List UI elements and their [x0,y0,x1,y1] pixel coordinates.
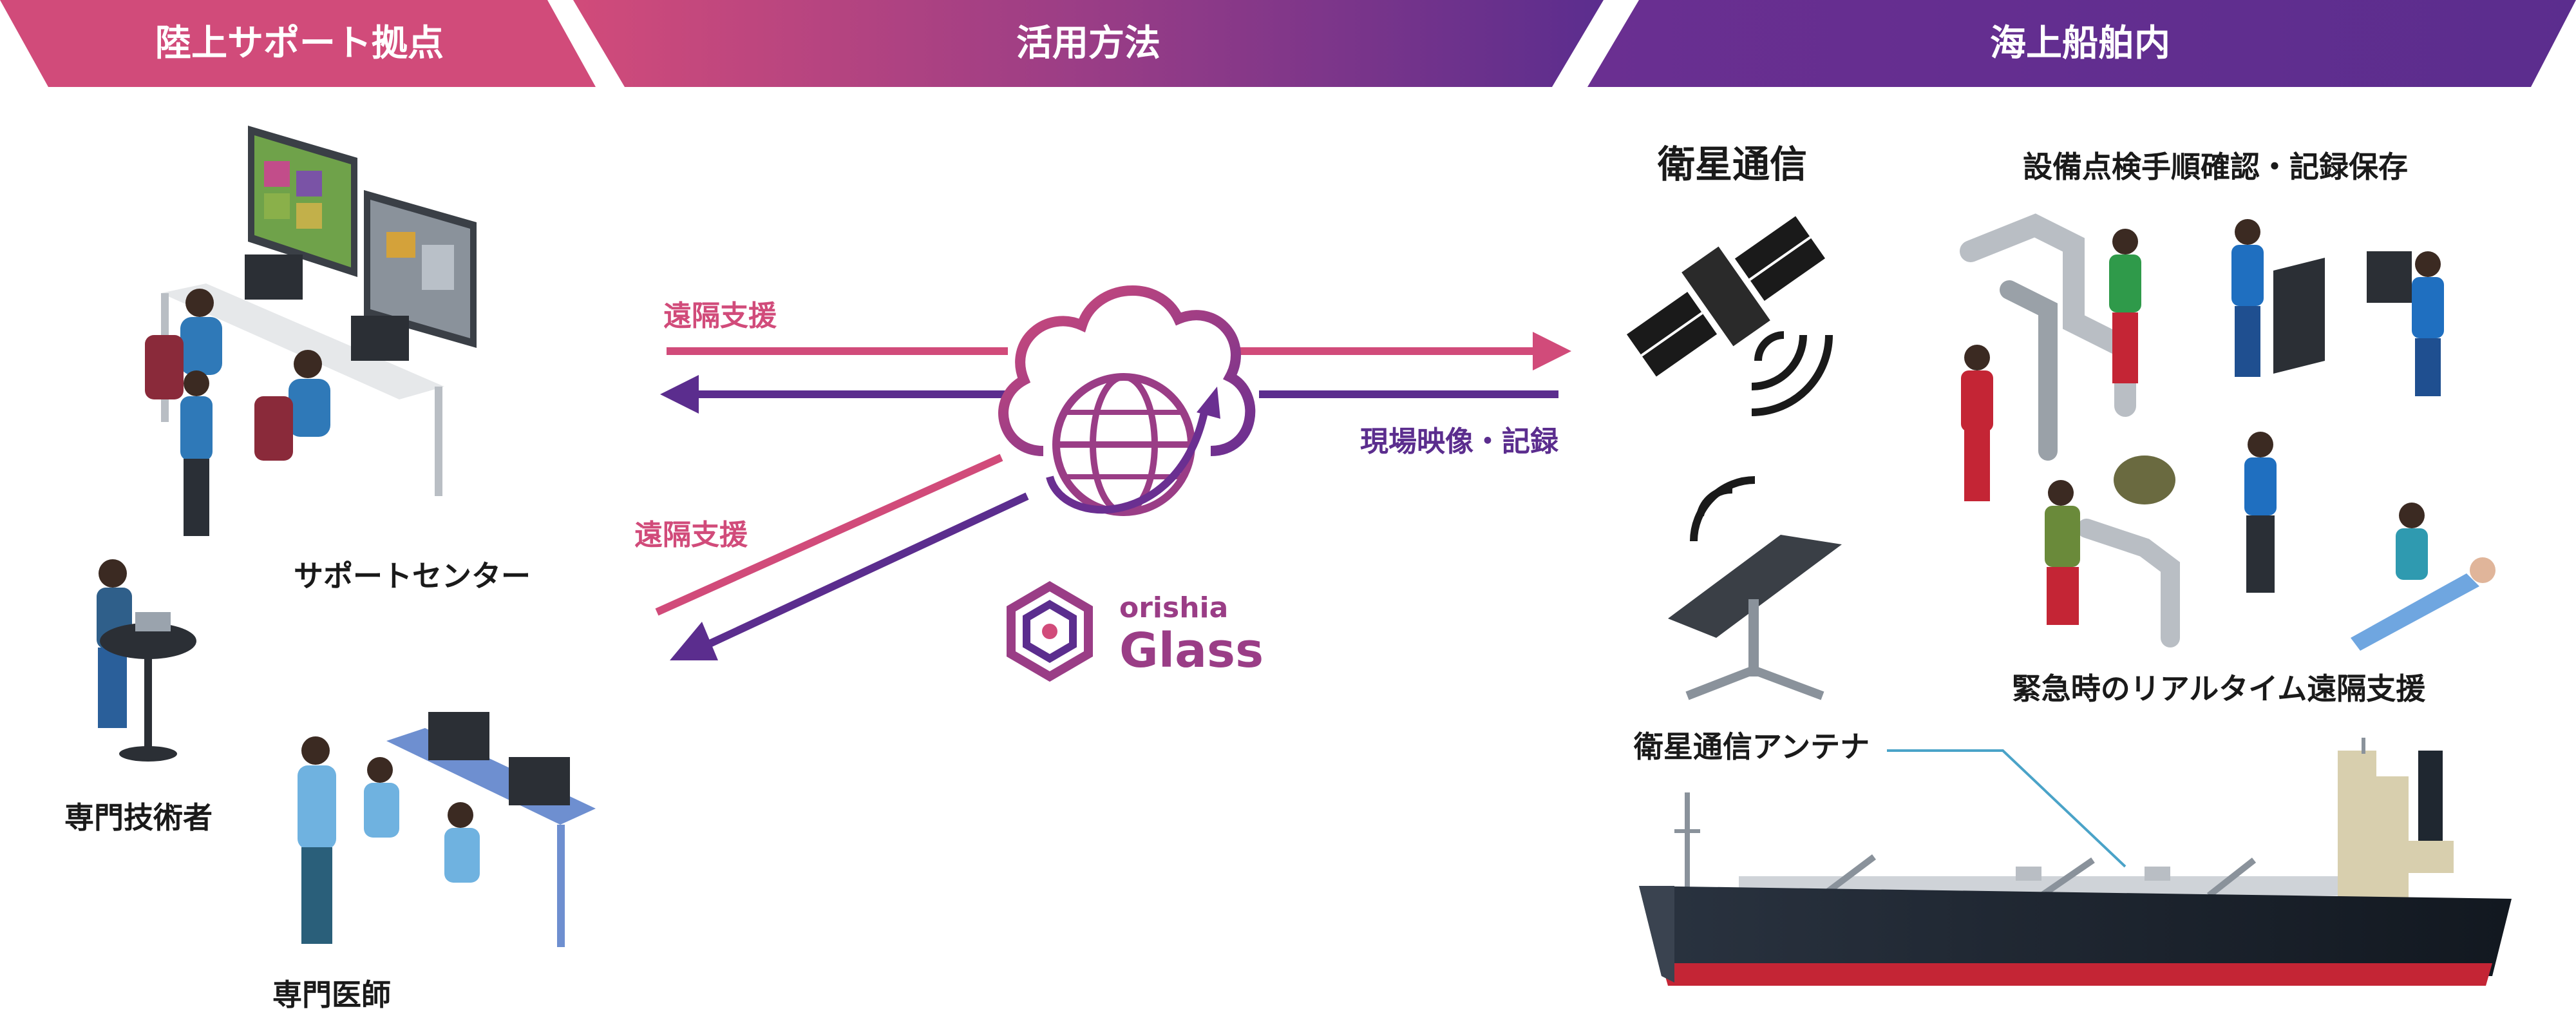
inspection-workers-illustration [1960,213,2444,501]
satellite-icon [1626,216,1833,416]
antenna-label: 衛星通信アンテナ [1633,729,1870,764]
arrow-remote-support-diagonal [655,454,1003,616]
satellite-label: 衛星通信 [1657,142,1807,186]
emergency-workers-illustration [2045,432,2496,651]
arrow-remote-support-to-ship [1227,332,1571,370]
arrow-video-diagonal-to-doctors [670,492,1029,660]
banner-right-label: 海上船舶内 [1990,23,2170,64]
specialist-label: 専門技術者 [64,800,213,835]
support-center-label: サポートセンター [294,559,531,593]
satellite-antenna-icon [1668,476,1842,700]
orishia-glass-logo: orishia Glass [1007,580,1264,682]
doctor-label: 専門医師 [272,977,391,1012]
ship-illustration [1639,738,2512,986]
remote-support-label-bottom: 遠隔支援 [634,519,748,552]
doctor-illustration [298,712,596,947]
support-center-illustration [145,126,477,536]
arrow-video-to-support-left [660,375,1008,414]
antenna-leader-line [1887,749,2126,868]
cloud-globe-icon [998,285,1256,516]
inspection-label: 設備点検手順確認・記録保存 [2023,149,2408,184]
logo-big-text: Glass [1119,623,1264,678]
specialist-illustration [97,559,196,762]
remote-support-label-top: 遠隔支援 [663,300,777,332]
banner-right: 海上船舶内 [1587,0,2576,87]
banner-middle: 活用方法 [573,0,1604,87]
banner-middle-label: 活用方法 [1016,23,1160,64]
banner-left-label: 陸上サポート拠点 [155,23,444,64]
logo-small-text: orishia [1119,591,1228,624]
field-video-label: 現場映像・記録 [1360,425,1559,458]
emergency-label: 緊急時のリアルタイム遠隔支援 [2012,671,2427,706]
banner-left: 陸上サポート拠点 [0,0,596,87]
